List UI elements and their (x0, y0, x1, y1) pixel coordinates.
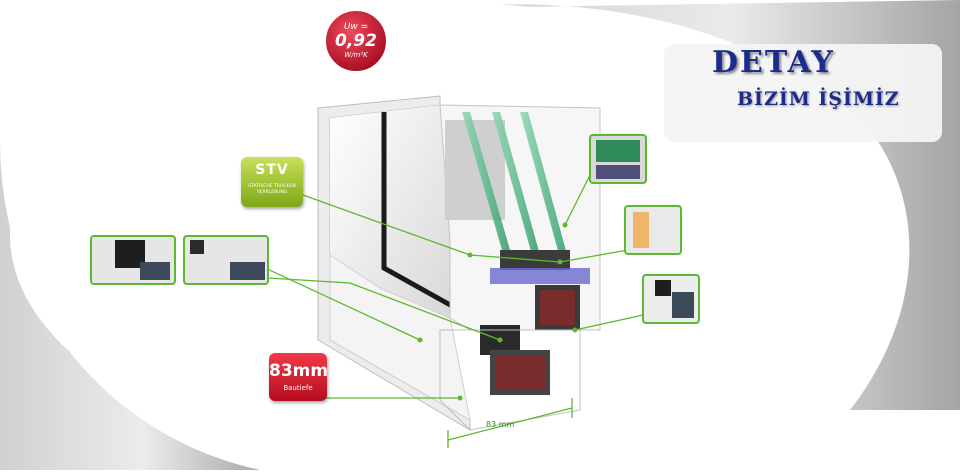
stv-title: STV (255, 162, 289, 178)
uw-unit: W/m²K (344, 51, 368, 59)
dimension-label: 83 mm (486, 420, 515, 429)
page-title: DETAY (712, 45, 835, 80)
stv-badge: STV STATISCHE TROCKEN VERKLEBUNG (241, 157, 303, 207)
depth-value: 83mm (269, 361, 329, 381)
uw-value: 0,92 (335, 31, 377, 51)
stv-subtitle: STATISCHE TROCKEN VERKLEBUNG (248, 184, 296, 195)
depth-badge: 83mm Bautiefe (269, 353, 329, 401)
uw-value-badge: Uw = 0,92 W/m²K (324, 9, 388, 73)
depth-subtitle: Bautiefe (283, 384, 313, 392)
page-subtitle: BİZİM İŞİMİZ (737, 88, 900, 110)
uw-label: Uw = (343, 22, 369, 32)
